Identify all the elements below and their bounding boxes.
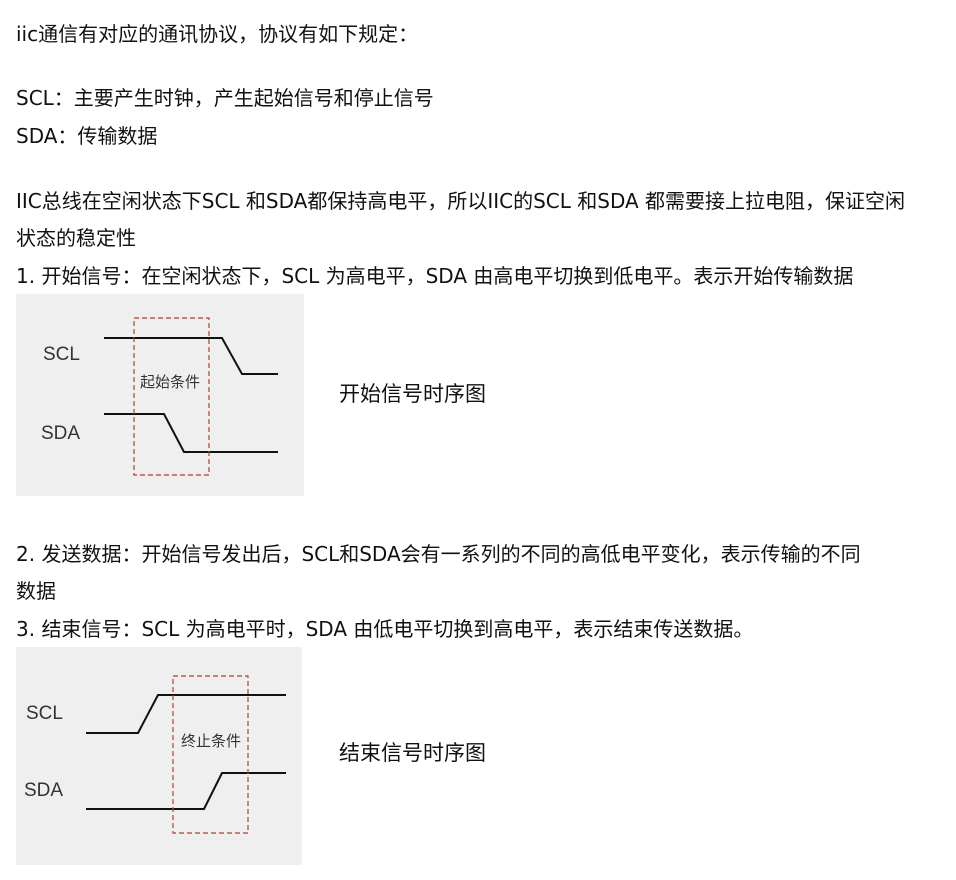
stop-condition-box: [172, 675, 249, 834]
start-diagram-caption: 开始信号时序图: [339, 382, 486, 406]
stop-condition-label: 终止条件: [181, 732, 241, 750]
start-signal-description: 1. 开始信号：在空闲状态下，SCL 为高电平，SDA 由高电平切换到低电平。表…: [16, 264, 854, 288]
start-condition-box: [133, 317, 210, 476]
stop-sda-waveform: [86, 772, 286, 810]
start-condition-label: 起始条件: [140, 373, 200, 391]
stop-sda-label: SDA: [24, 780, 63, 801]
stop-scl-label: SCL: [26, 703, 63, 724]
start-sda-waveform: [104, 413, 278, 453]
start-scl-waveform: [104, 337, 278, 375]
stop-diagram-caption: 结束信号时序图: [339, 741, 486, 765]
stop-scl-waveform: [86, 694, 286, 734]
sda-definition: SDA：传输数据: [16, 124, 158, 148]
start-timing-diagram: SCL SDA 起始条件: [16, 294, 304, 496]
stop-signal-description: 3. 结束信号：SCL 为高电平时，SDA 由低电平切换到高电平，表示结束传送数…: [16, 617, 754, 641]
scl-definition: SCL：主要产生时钟，产生起始信号和停止信号: [16, 86, 434, 110]
intro-text: iic通信有对应的通讯协议，协议有如下规定：: [16, 22, 419, 46]
stop-timing-diagram: SCL SDA 终止条件: [16, 647, 302, 865]
idle-state-text-line2: 状态的稳定性: [16, 226, 136, 250]
send-data-text-line1: 2. 发送数据：开始信号发出后，SCL和SDA会有一系列的不同的高低电平变化，表…: [16, 542, 861, 566]
start-scl-label: SCL: [43, 344, 80, 365]
start-sda-label: SDA: [41, 423, 80, 444]
send-data-text-line2: 数据: [16, 579, 56, 603]
idle-state-text-line1: IIC总线在空闲状态下SCL 和SDA都保持高电平，所以IIC的SCL 和SDA…: [16, 189, 906, 213]
